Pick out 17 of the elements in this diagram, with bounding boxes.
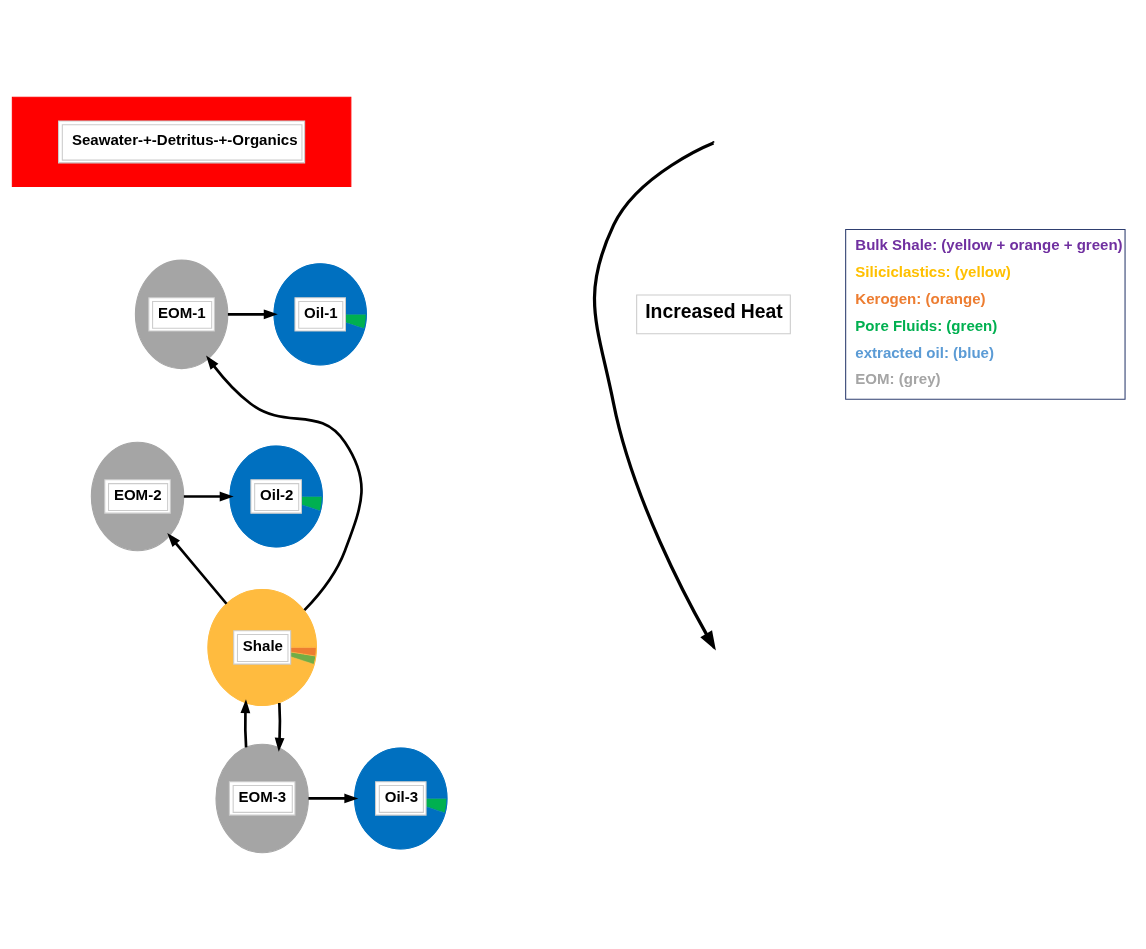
node-box: Seawater-+-Detritus-+-Organics [11, 96, 352, 187]
legend-label: extracted oil: (blue) [855, 343, 994, 361]
label: Increased Heat [645, 299, 783, 322]
arrow [274, 702, 285, 752]
legend-label: Kerogen: (orange) [855, 289, 986, 307]
arrow [206, 355, 363, 611]
node-ellipse: EOM-2 [90, 441, 185, 551]
arrow [227, 308, 278, 319]
arrow [183, 491, 234, 501]
legend-label: Pore Fluids: (green) [855, 316, 998, 334]
legend-label: Bulk Shale: (yellow + orange + green) [855, 235, 1123, 253]
arrow [240, 698, 251, 747]
arrow [308, 793, 359, 803]
arrow [167, 532, 228, 605]
legend-label: EOM: (grey) [855, 369, 941, 387]
legend-label: Siliciclastics: (yellow) [855, 262, 1011, 280]
node-ellipse: EOM-3 [215, 743, 309, 853]
